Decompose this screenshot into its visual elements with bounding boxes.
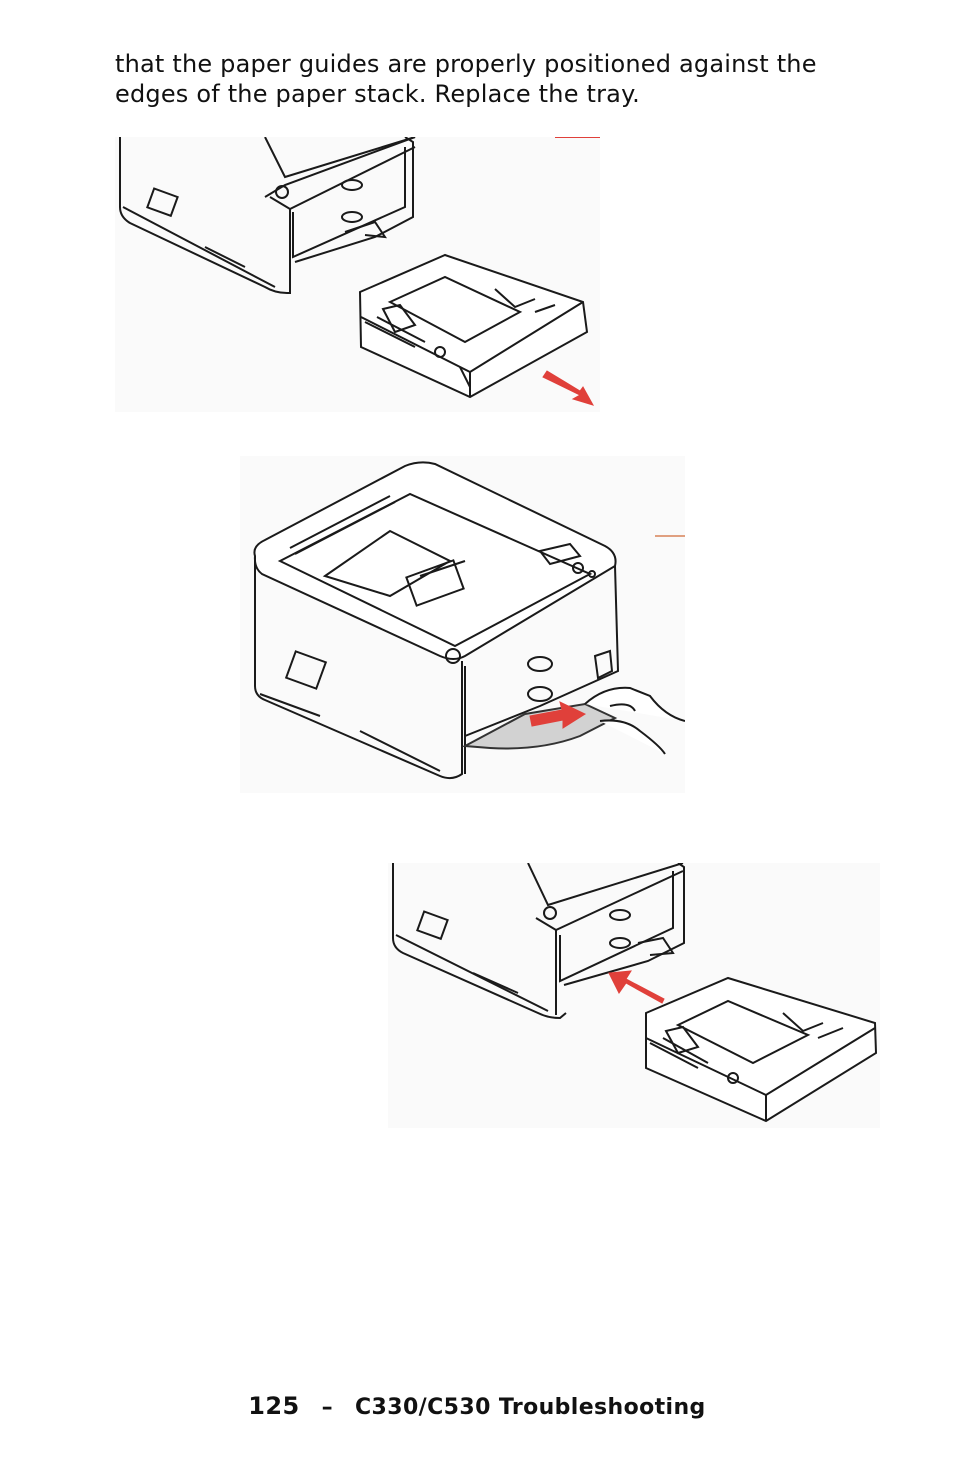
printer-tray-removed-illustration bbox=[115, 137, 600, 412]
printer-tray-insert-illustration bbox=[388, 863, 880, 1128]
body-line-1: that the paper guides are properly posit… bbox=[115, 50, 817, 78]
footer-section-title: C330/C530 Troubleshooting bbox=[355, 1395, 706, 1420]
body-paragraph: that the paper guides are properly posit… bbox=[115, 49, 875, 109]
printer-paper-removal-illustration bbox=[240, 456, 685, 793]
page-number: 125 bbox=[248, 1392, 300, 1420]
page-footer: 125–C330/C530 Troubleshooting bbox=[0, 1392, 954, 1420]
footer-separator: – bbox=[321, 1395, 333, 1420]
body-line-2: edges of the paper stack. Replace the tr… bbox=[115, 80, 640, 108]
